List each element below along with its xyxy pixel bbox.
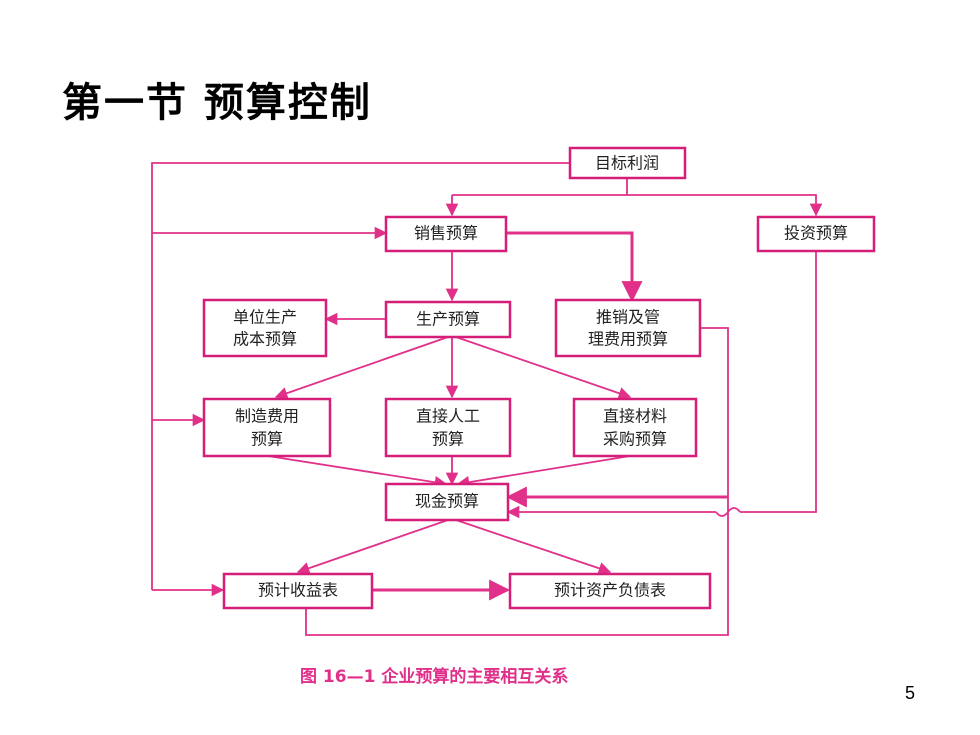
page-title: 第一节 预算控制 — [62, 79, 372, 126]
line-target-split — [452, 178, 628, 196]
node-direct-material-budget: 直接材料 采购预算 — [572, 397, 698, 458]
node-label: 预计资产负债表 — [554, 581, 666, 600]
node-investment-budget: 投资预算 — [756, 215, 876, 253]
node-label: 制造费用 — [235, 407, 299, 426]
node-cash-budget: 现金预算 — [384, 482, 510, 522]
node-overhead-budget: 制造费用 预算 — [202, 397, 332, 458]
node-label: 预算 — [251, 430, 283, 449]
line-investment-down — [740, 251, 817, 513]
node-sales-budget: 销售预算 — [384, 215, 508, 253]
node-label: 采购预算 — [603, 430, 667, 449]
node-direct-labor-budget: 直接人工 预算 — [384, 397, 512, 458]
line-selling-admin-right — [305, 327, 729, 636]
node-label: 预算 — [432, 430, 464, 449]
node-label: 推销及管 — [596, 308, 660, 327]
node-label: 目标利润 — [595, 154, 659, 173]
node-label: 单位生产 — [233, 308, 297, 327]
node-target-profit: 目标利润 — [568, 146, 687, 180]
node-unit-cost-budget: 单位生产 成本预算 — [202, 298, 328, 358]
node-production-budget: 生产预算 — [384, 300, 512, 339]
page-number: 5 — [905, 683, 916, 703]
node-label: 生产预算 — [416, 310, 480, 329]
node-income-statement: 预计收益表 — [222, 572, 374, 610]
line-investment-crossover — [715, 507, 741, 517]
arrow-production-to-material — [455, 336, 632, 400]
arrow-target-to-investment — [627, 194, 823, 217]
node-balance-sheet: 预计资产负债表 — [508, 572, 712, 610]
connectors — [151, 162, 823, 636]
node-label: 理费用预算 — [588, 330, 668, 349]
line-target-to-left-spine — [151, 162, 570, 590]
node-label: 投资预算 — [784, 224, 848, 243]
node-label: 预计收益表 — [258, 581, 338, 600]
arrow-production-to-overhead — [274, 336, 449, 400]
node-label: 直接材料 — [603, 407, 667, 426]
figure-caption: 图 16—1 企业预算的主要相互关系 — [300, 667, 569, 687]
arrow-cash-to-income — [296, 519, 449, 575]
node-label: 直接人工 — [416, 407, 480, 426]
node-label: 销售预算 — [414, 224, 478, 243]
arrow-overhead-to-cash — [267, 455, 448, 489]
node-label: 成本预算 — [233, 330, 297, 349]
arrow-material-to-cash — [456, 455, 631, 489]
arrow-cash-to-balance — [455, 519, 612, 575]
node-label: 现金预算 — [415, 492, 479, 511]
arrow-sales-to-selling-admin — [506, 231, 643, 303]
node-selling-admin-budget: 推销及管 理费用预算 — [554, 298, 702, 358]
